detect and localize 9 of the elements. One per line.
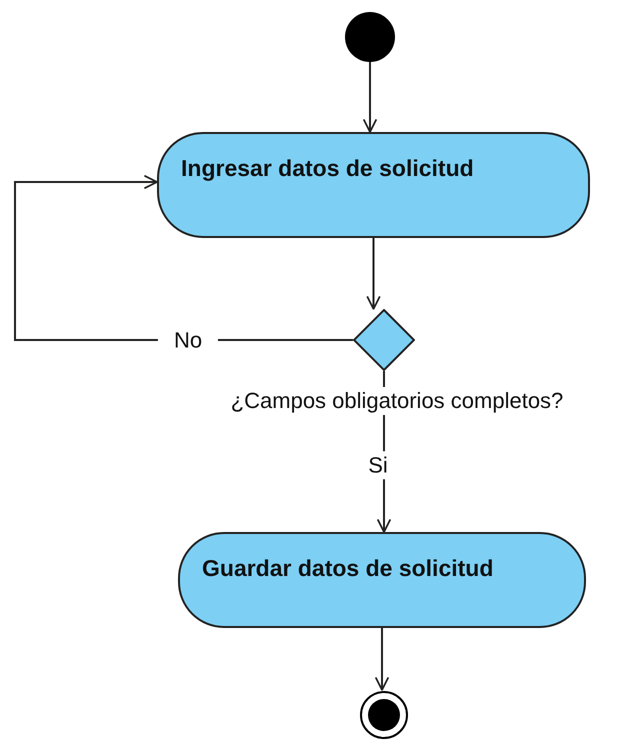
control-flow-arrow bbox=[362, 62, 378, 133]
action-label: Ingresar datos de solicitud bbox=[181, 154, 475, 183]
control-flow-arrow bbox=[366, 238, 381, 310]
decision-diamond bbox=[353, 309, 415, 371]
control-flow-arrow bbox=[374, 628, 390, 691]
action-label: Guardar datos de solicitud bbox=[202, 554, 494, 583]
final-node bbox=[359, 690, 409, 740]
control-flow-arrow bbox=[14, 174, 353, 341]
initial-node bbox=[345, 12, 395, 62]
